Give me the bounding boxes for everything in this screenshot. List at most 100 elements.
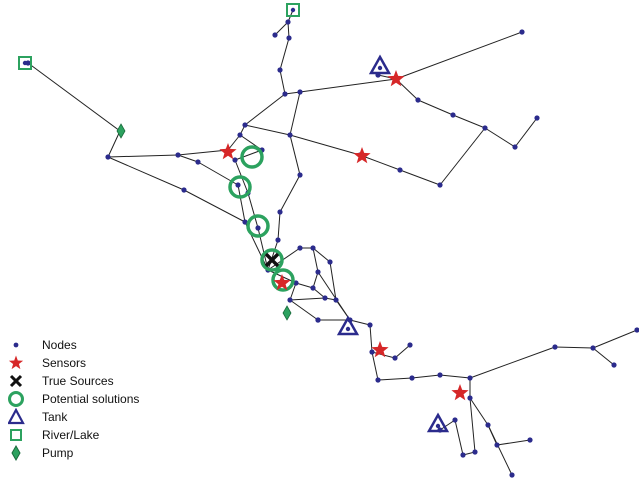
network-node bbox=[375, 377, 381, 383]
pipe-segment bbox=[454, 419, 464, 456]
pipe-segment bbox=[247, 192, 259, 229]
pipe-segment bbox=[514, 117, 538, 148]
tank-symbol bbox=[336, 315, 360, 336]
pipe-segment bbox=[107, 130, 121, 158]
network-node bbox=[272, 32, 278, 38]
network-node bbox=[297, 89, 303, 95]
legend-item-pump: Pump bbox=[8, 444, 198, 462]
triangle-icon bbox=[8, 408, 25, 425]
pipe-segment bbox=[177, 149, 229, 156]
legend-label-tank: Tank bbox=[42, 410, 68, 424]
pipe-segment bbox=[399, 169, 441, 186]
tank-node bbox=[435, 423, 441, 429]
pipe-segment bbox=[244, 93, 286, 126]
network-node bbox=[297, 172, 303, 178]
network-node bbox=[232, 157, 238, 163]
network-node bbox=[369, 349, 375, 355]
network-node bbox=[195, 159, 201, 165]
pipe-segment bbox=[237, 184, 246, 223]
network-node bbox=[282, 91, 288, 97]
pipe-segment bbox=[496, 439, 531, 446]
river-lake-symbol bbox=[286, 3, 300, 17]
network-node bbox=[237, 132, 243, 138]
network-node bbox=[509, 472, 515, 478]
pipe-segment bbox=[107, 156, 185, 191]
legend-item-river-lake: River/Lake bbox=[8, 426, 198, 444]
network-node bbox=[277, 67, 283, 73]
pipe-segment bbox=[439, 374, 471, 379]
pipe-segment bbox=[299, 78, 397, 93]
network-node bbox=[552, 344, 558, 350]
pipe-segment bbox=[317, 271, 351, 321]
pipe-segment bbox=[279, 37, 290, 71]
network-node bbox=[333, 297, 339, 303]
pipe-segment bbox=[289, 297, 326, 301]
network-node bbox=[590, 345, 596, 351]
pump-diamond bbox=[282, 305, 292, 321]
legend-label-true-sources: True Sources bbox=[42, 374, 114, 388]
network-node bbox=[392, 355, 398, 361]
pipe-segment bbox=[411, 374, 441, 379]
pipe-segment bbox=[177, 154, 199, 163]
pipe-segment bbox=[554, 346, 594, 349]
pipe-segment bbox=[349, 319, 371, 326]
network-node bbox=[293, 280, 299, 286]
sensor-star bbox=[451, 384, 469, 401]
pipe-segment bbox=[289, 134, 301, 176]
pipe-segment bbox=[469, 397, 476, 453]
pipe-segment bbox=[452, 114, 486, 129]
river-lake-node bbox=[290, 7, 296, 13]
network-node bbox=[467, 395, 473, 401]
pipe-segment bbox=[369, 324, 373, 353]
network-node bbox=[367, 322, 373, 328]
pipe-segment bbox=[289, 299, 319, 321]
red-star-icon bbox=[8, 355, 24, 370]
pipe-segment bbox=[312, 287, 326, 299]
tank-triangle bbox=[426, 412, 450, 433]
pipe-segment bbox=[329, 261, 337, 301]
pipe-segment bbox=[274, 21, 289, 36]
sensor-star bbox=[371, 341, 389, 358]
pipe-segment bbox=[289, 91, 301, 136]
pipe-segment bbox=[227, 134, 241, 151]
network-node bbox=[494, 442, 500, 448]
river-lake-node bbox=[22, 60, 28, 66]
pipe-segment bbox=[277, 211, 281, 241]
network-node bbox=[242, 122, 248, 128]
network-node bbox=[235, 182, 241, 188]
tank-symbol bbox=[426, 412, 450, 433]
network-node bbox=[255, 225, 261, 231]
network-node bbox=[407, 342, 413, 348]
potential-solution-ring bbox=[271, 268, 295, 292]
network-node bbox=[242, 219, 248, 225]
potential-solution-ring bbox=[228, 175, 252, 199]
network-node bbox=[409, 375, 415, 381]
network-node bbox=[527, 437, 533, 443]
legend-item-true-sources: True Sources bbox=[8, 372, 198, 390]
pipe-segment bbox=[289, 134, 361, 156]
network-node bbox=[310, 245, 316, 251]
pipe-segment bbox=[417, 99, 454, 116]
pipe-segment bbox=[592, 329, 638, 349]
pipe-segment bbox=[234, 149, 263, 161]
pipe-segment bbox=[267, 239, 279, 271]
legend-item-potential-solutions: Potential solutions bbox=[8, 390, 198, 408]
pipe-segment bbox=[279, 69, 286, 95]
tank-triangle bbox=[368, 54, 392, 75]
potential-solution-ring bbox=[246, 214, 270, 238]
pipe-segment bbox=[244, 124, 291, 136]
network-node bbox=[105, 154, 111, 160]
legend-item-tank: Tank bbox=[8, 408, 198, 426]
network-node bbox=[519, 29, 525, 35]
pipe-segment bbox=[183, 189, 246, 223]
tank-symbol bbox=[368, 54, 392, 75]
network-node bbox=[277, 209, 283, 215]
network-node bbox=[275, 237, 281, 243]
pipe-segment bbox=[312, 247, 319, 273]
network-node bbox=[181, 187, 187, 193]
network-node bbox=[437, 372, 443, 378]
network-node bbox=[460, 452, 466, 458]
network-node bbox=[322, 295, 328, 301]
pipe-segment bbox=[287, 21, 290, 39]
